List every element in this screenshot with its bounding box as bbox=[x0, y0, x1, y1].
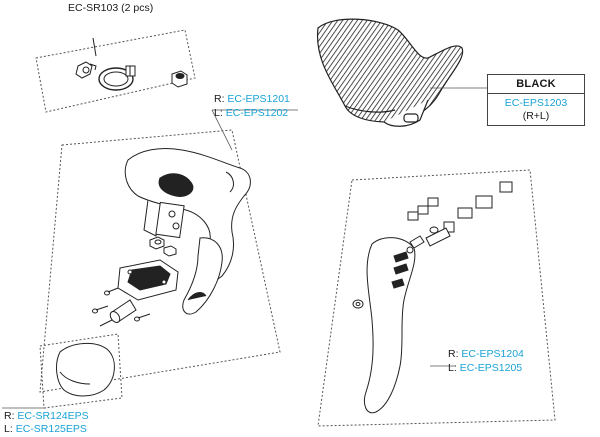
sr103-leader bbox=[92, 37, 97, 57]
label-eps1202-prefix: L: bbox=[214, 107, 223, 119]
label-eps1205-row: L: EC-EPS1205 bbox=[448, 362, 522, 374]
label-sr125-prefix: L: bbox=[4, 423, 13, 435]
label-sr103: EC-SR103 (2 pcs) bbox=[68, 2, 154, 14]
label-eps1205-prefix: L: bbox=[448, 362, 457, 374]
lever-group-outline bbox=[39, 129, 281, 393]
label-eps1204-prefix: R: bbox=[448, 348, 459, 360]
hood-body bbox=[316, 18, 464, 123]
hood-part-box: BLACK EC-EPS1203 (R+L) bbox=[487, 74, 585, 126]
label-sr124[interactable]: EC-SR124EPS bbox=[17, 410, 89, 422]
boot-group-outline bbox=[39, 333, 123, 409]
label-eps1204-row: R: EC-EPS1204 bbox=[448, 348, 524, 360]
label-eps1201[interactable]: EC-EPS1201 bbox=[227, 93, 290, 105]
clamp-group-outline bbox=[35, 29, 196, 113]
label-sr125[interactable]: EC-SR125EPS bbox=[15, 423, 87, 435]
clamp-clip bbox=[75, 61, 97, 79]
label-eps1202[interactable]: EC-EPS1202 bbox=[225, 107, 289, 119]
bracket-body bbox=[124, 147, 251, 283]
hood-color-label: BLACK bbox=[488, 75, 584, 94]
hood-group bbox=[316, 18, 487, 127]
label-eps1204[interactable]: EC-EPS1204 bbox=[461, 348, 524, 360]
clamp-parts-group bbox=[35, 29, 196, 113]
brake-lever-blade bbox=[182, 237, 223, 315]
label-eps1201-prefix: R: bbox=[214, 93, 225, 105]
boot-group bbox=[2, 333, 123, 409]
screws bbox=[92, 287, 151, 322]
rubber-boot bbox=[56, 343, 115, 397]
lever-leader bbox=[211, 109, 233, 151]
hood-part-side: (R+L) bbox=[522, 110, 550, 122]
clamp-nut bbox=[171, 70, 188, 88]
shift-lever-group bbox=[317, 169, 556, 427]
label-sr124-prefix: R: bbox=[4, 410, 15, 422]
label-sr125-row: L: EC-SR125EPS bbox=[4, 423, 87, 435]
shift-lever-outline bbox=[317, 169, 556, 427]
label-eps1201-row: R: EC-EPS1201 bbox=[214, 93, 290, 105]
label-eps1205[interactable]: EC-EPS1205 bbox=[459, 362, 523, 374]
label-eps1202-row: L: EC-EPS1202 bbox=[214, 107, 288, 119]
hood-part-code[interactable]: EC-EPS1203 bbox=[504, 97, 568, 109]
label-sr124-row: R: EC-SR124EPS bbox=[4, 410, 89, 422]
lever-body-group bbox=[39, 109, 298, 393]
shift-fasteners bbox=[352, 181, 513, 309]
band-clamp bbox=[98, 65, 136, 91]
spacer-parts bbox=[149, 236, 177, 257]
shift-lever-arm bbox=[363, 237, 416, 414]
